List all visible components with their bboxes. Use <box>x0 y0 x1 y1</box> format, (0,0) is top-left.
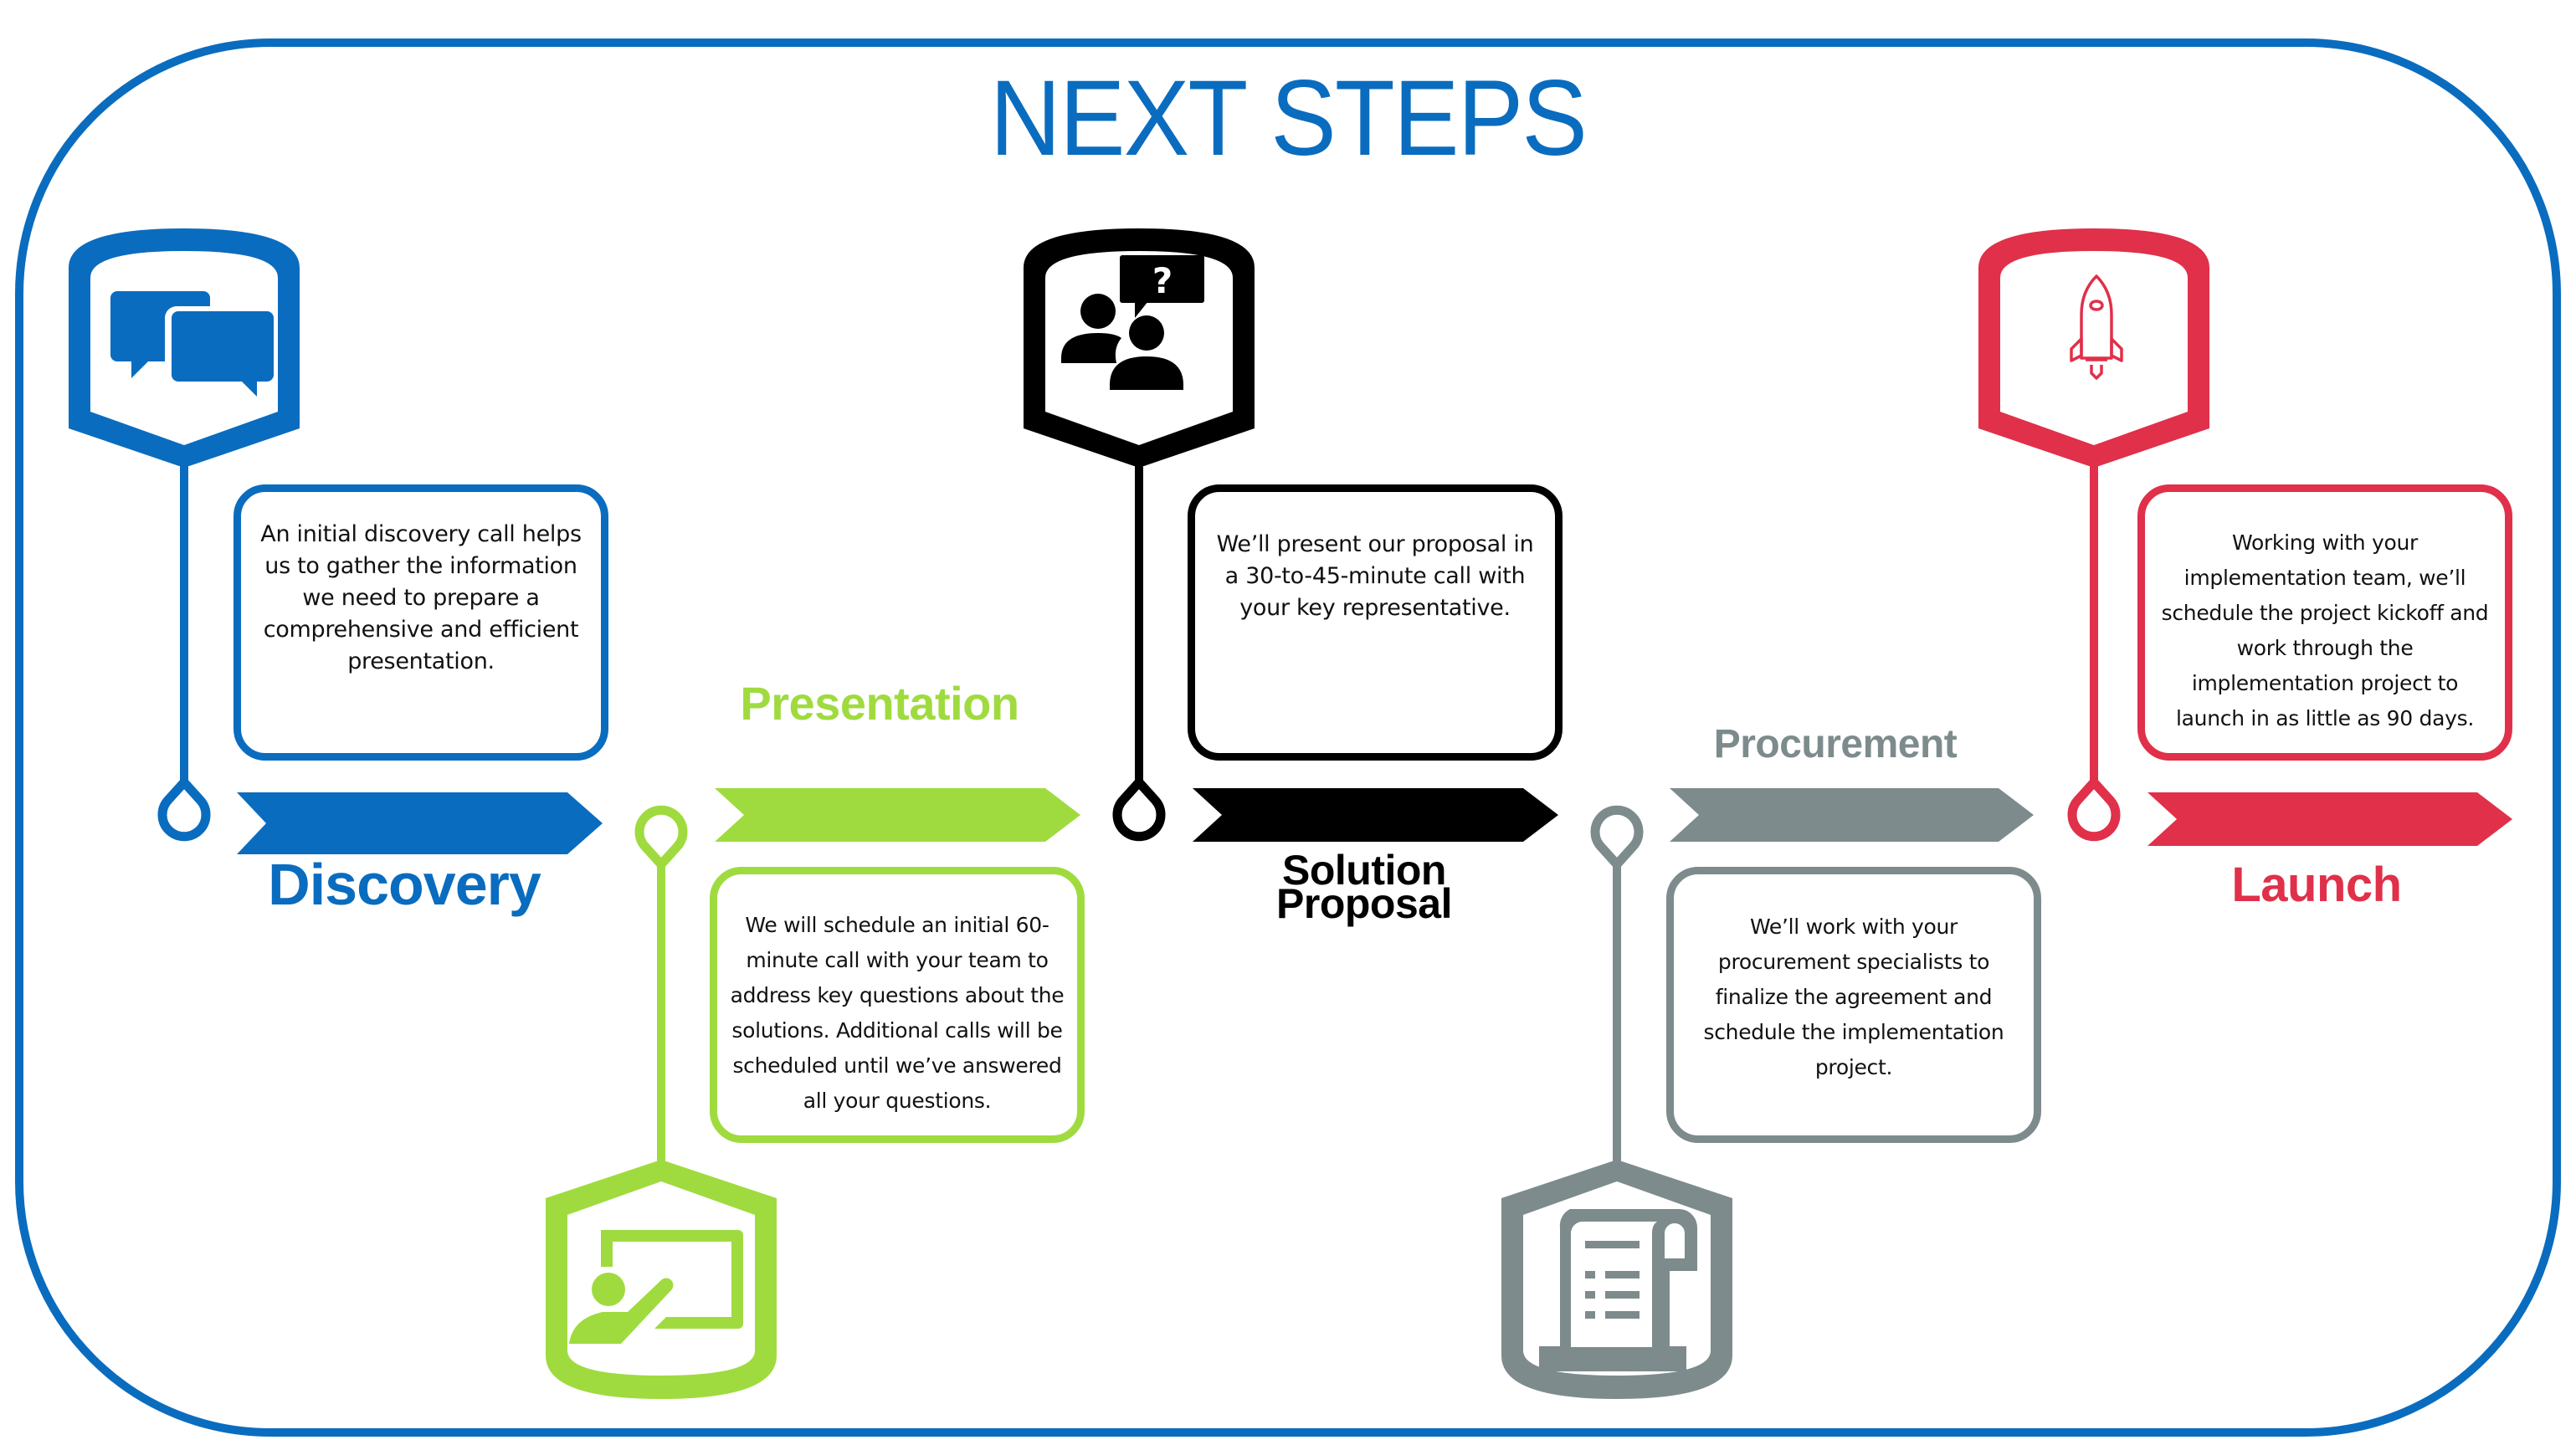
discovery-chevron <box>237 792 603 854</box>
solution-proposal-badge <box>1024 228 1255 466</box>
procurement-badge <box>1501 1161 1732 1399</box>
presentation-description-box: We will schedule an initial 60-minute ca… <box>710 867 1085 1143</box>
launch-badge <box>1978 228 2209 466</box>
procurement-label: Procurement <box>1713 722 1958 766</box>
procurement-description-box: We’ll work with your procurement special… <box>1666 867 2041 1143</box>
presentation-node <box>634 805 688 869</box>
launch-chevron <box>2148 792 2512 846</box>
people-question-icon: ? <box>1061 255 1204 390</box>
presentation-chevron <box>715 788 1080 842</box>
discovery-badge <box>69 228 300 466</box>
discovery-label: Discovery <box>268 852 541 917</box>
document-scroll-icon <box>1539 1209 1697 1371</box>
presentation-stem <box>657 864 665 1164</box>
solution-proposal-description: We’ll present our proposal in a 30-to-45… <box>1216 531 1534 621</box>
chat-bubbles-icon <box>110 291 274 397</box>
procurement-stem <box>1613 864 1621 1164</box>
step-solution-proposal: ? <box>1024 228 1558 842</box>
solution-proposal-description-box: We’ll present our proposal in a 30-to-45… <box>1188 484 1563 761</box>
discovery-stem <box>180 464 188 782</box>
procurement-chevron <box>1670 788 2034 842</box>
presentation-badge <box>546 1161 777 1399</box>
launch-node <box>2067 777 2121 842</box>
discovery-node <box>157 777 211 842</box>
launch-stem <box>2090 464 2098 782</box>
outer-frame <box>15 38 2561 1437</box>
discovery-description: An initial discovery call helps us to ga… <box>260 521 582 674</box>
solution-proposal-stem <box>1135 464 1143 782</box>
question-mark-glyph: ? <box>1152 260 1173 301</box>
launch-description: Working with your implementation team, w… <box>2161 530 2489 730</box>
procurement-node <box>1590 805 1644 869</box>
step-procurement <box>1501 788 2034 1399</box>
step-launch <box>1978 228 2512 846</box>
step-discovery <box>69 228 603 854</box>
presentation-description: We will schedule an initial 60-minute ca… <box>730 913 1065 1113</box>
rocket-icon <box>2070 274 2123 380</box>
presentation-label: Presentation <box>740 677 1019 730</box>
step-presentation <box>546 788 1080 1399</box>
page-title: NEXT STEPS <box>989 59 1588 178</box>
discovery-description-box: An initial discovery call helps us to ga… <box>233 484 608 761</box>
presenter-whiteboard-icon <box>569 1230 743 1344</box>
procurement-description: We’ll work with your procurement special… <box>1703 915 2004 1079</box>
launch-label: Launch <box>2231 858 2402 912</box>
solution-proposal-node <box>1112 777 1166 842</box>
solution-proposal-label: Solution Proposal <box>1276 847 1452 927</box>
solution-proposal-chevron <box>1193 788 1558 842</box>
launch-description-box: Working with your implementation team, w… <box>2137 484 2512 761</box>
